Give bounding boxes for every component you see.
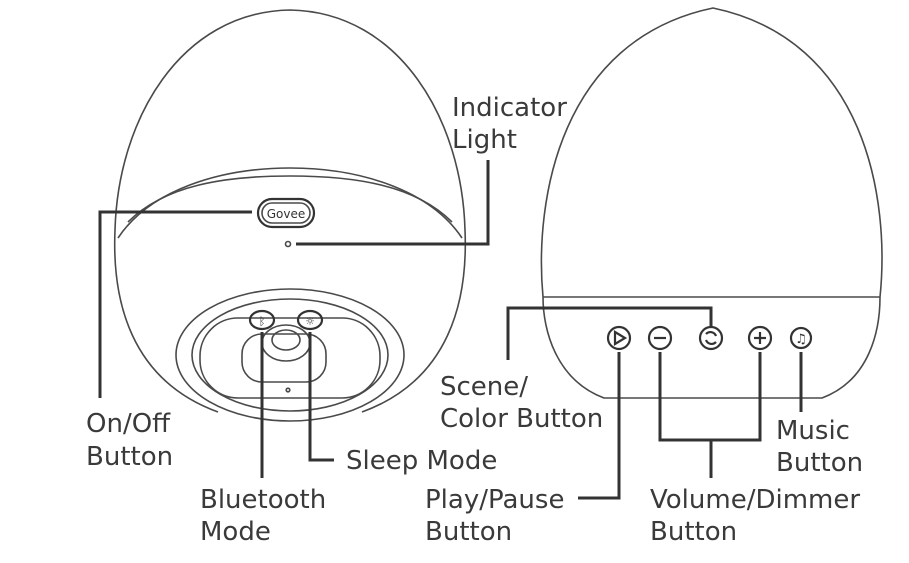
scene-color-leader-line (506, 306, 713, 360)
volume-dimmer-label: Volume/Dimmer Button (650, 485, 868, 547)
music-note-icon: ♫ (795, 332, 807, 347)
base-knob-inner (271, 329, 301, 351)
music-label: Music Button (776, 416, 863, 478)
scene-color-button[interactable] (698, 325, 724, 351)
play-pause-label: Play/Pause Button (425, 485, 573, 547)
scene-color-label: Scene/ Color Button (440, 372, 603, 434)
left-lamp: Govee ᛒ ☼ (113, 9, 467, 422)
sleep-mode-label: Sleep Mode (346, 446, 497, 476)
bottom-panel-recess (241, 333, 327, 383)
cycle-icon (704, 331, 718, 345)
bottom-panel-ring (191, 298, 389, 412)
left-lamp-shell (113, 9, 467, 413)
govee-logo-button-inner (261, 202, 311, 224)
bluetooth-mode-label: Bluetooth Mode (200, 485, 334, 547)
volume-up-button[interactable] (747, 325, 773, 351)
indicator-light (284, 240, 292, 248)
right-lamp-dome (540, 7, 883, 298)
on-off-leader-line (98, 210, 252, 398)
bluetooth-mode-button[interactable] (248, 309, 276, 331)
bottom-panel-inner (199, 317, 381, 399)
music-button[interactable] (789, 326, 813, 350)
indicator-light-leader-line (296, 160, 490, 246)
right-lamp-base (542, 296, 881, 399)
play-icon (613, 330, 628, 346)
govee-logo-text: Govee (267, 207, 306, 221)
sleep-icon: ☼ (305, 315, 315, 328)
play-pause-leader-line (578, 352, 621, 500)
left-lamp-base-ring-inner (127, 175, 453, 223)
right-lamp: ♫ (540, 7, 883, 399)
bluetooth-icon: ᛒ (259, 315, 266, 328)
indicator-light-label: Indicator Light (452, 93, 575, 155)
play-pause-button[interactable] (606, 325, 632, 351)
bottom-panel-outer (175, 288, 405, 422)
volume-leader-bracket (658, 352, 762, 442)
volume-down-button[interactable] (647, 325, 673, 351)
govee-logo-button[interactable] (256, 197, 316, 229)
base-dot (285, 387, 291, 393)
on-off-label: On/Off Button (86, 409, 178, 472)
sleep-mode-leader-line (308, 332, 334, 462)
sleep-mode-button[interactable] (296, 309, 324, 331)
